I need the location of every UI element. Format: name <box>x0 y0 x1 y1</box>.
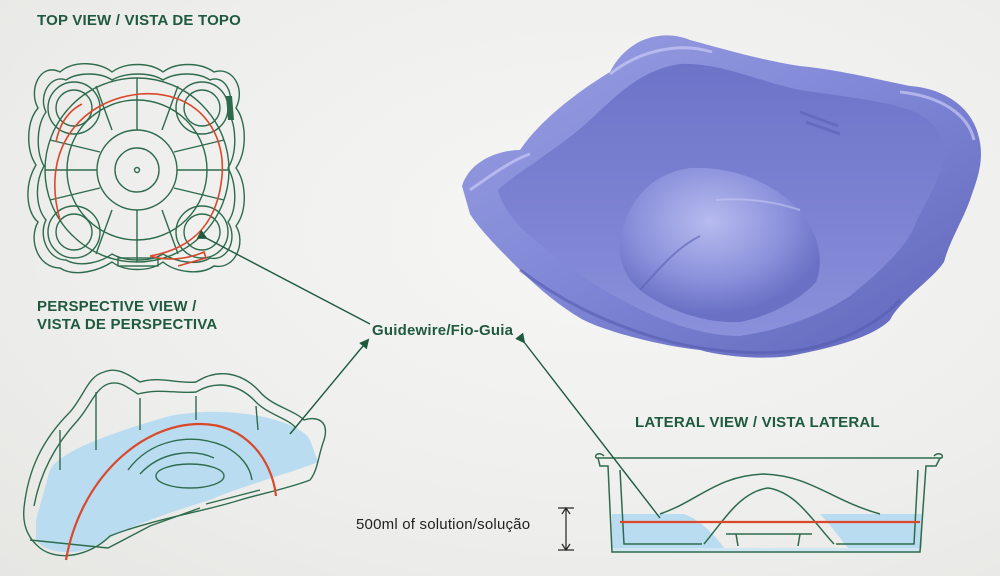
perspective-view-label-line2: VISTA DE PERSPECTIVA <box>37 316 218 333</box>
solution-fill <box>36 411 318 553</box>
guidewire-label: Guidewire/Fio-Guia <box>372 322 514 339</box>
perspective-view-label: PERSPECTIVE VIEW / VISTA DE PERSPECTIVA <box>37 298 217 334</box>
perspective-guidewire <box>64 422 278 561</box>
arrow-from-top-view <box>196 229 371 325</box>
top-view-label: TOP VIEW / VISTA DE TOPO <box>37 12 242 29</box>
solution-label: 500ml of solution/solução <box>356 516 531 533</box>
arrow-from-perspective <box>289 338 370 435</box>
perspective-view-label-line1: PERSPECTIVE VIEW / <box>37 298 197 315</box>
arrow-to-lateral <box>515 332 661 519</box>
lateral-view-label: LATERAL VIEW / VISTA LATERAL <box>635 414 880 431</box>
